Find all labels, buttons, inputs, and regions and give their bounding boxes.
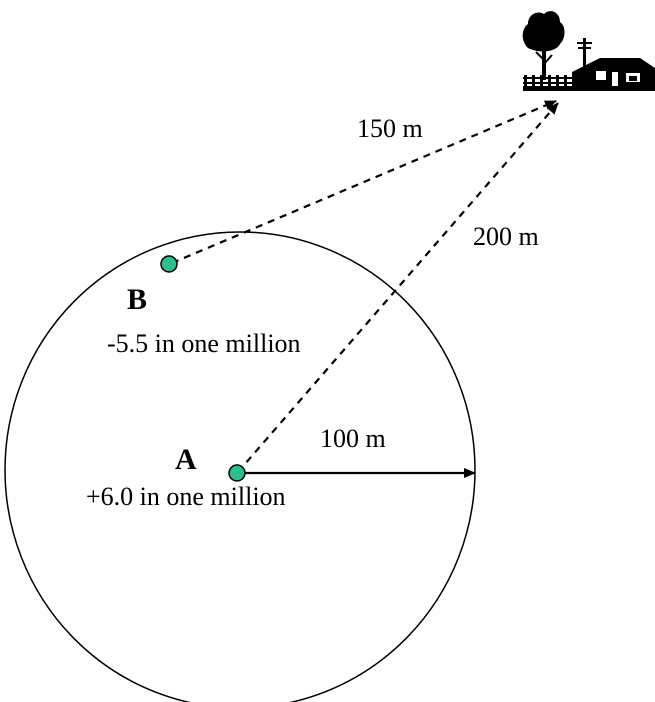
point-b-label: B [127, 283, 147, 316]
dashed-line-b-to-house [171, 99, 557, 265]
point-b-risk-label: -5.5 in one million [107, 329, 301, 358]
point-a-risk-label: +6.0 in one million [86, 482, 286, 511]
house-with-tree-and-pole-icon [522, 11, 655, 91]
distance-label-200: 200 m [473, 222, 539, 251]
dashed-line-a-to-house [237, 102, 559, 473]
point-a-marker [228, 464, 246, 482]
distance-label-150: 150 m [357, 114, 423, 143]
point-b-marker [160, 255, 178, 273]
point-a-label: A [175, 443, 197, 476]
distance-label-100: 100 m [320, 424, 386, 453]
